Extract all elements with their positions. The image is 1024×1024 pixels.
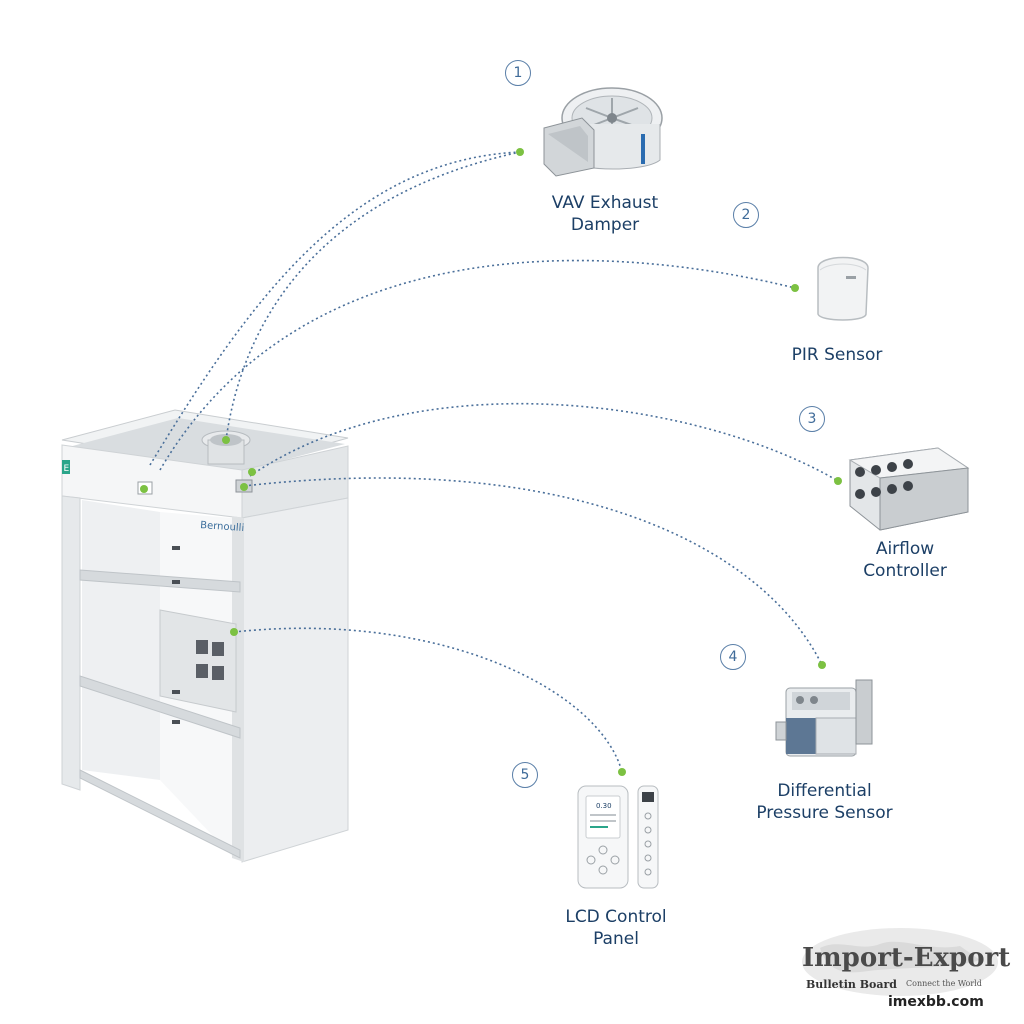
- watermark-subtitle: Bulletin Board: [806, 978, 897, 991]
- pir-sensor-icon: [817, 256, 869, 321]
- watermark-globe: [802, 928, 998, 996]
- label-differential-pressure-sensor: Differential Pressure Sensor: [742, 780, 907, 824]
- label-line: Differential: [777, 781, 872, 801]
- watermark-tagline: Connect the World: [906, 979, 982, 988]
- badge-3: 3: [799, 406, 825, 432]
- watermark-url: imexbb.com: [888, 994, 984, 1010]
- label-line: Pressure Sensor: [756, 803, 893, 823]
- label-line: Damper: [570, 215, 640, 235]
- connector-5: [233, 627, 623, 773]
- airflow-controller-icon: [848, 447, 970, 531]
- label-line: LCD Control: [565, 907, 667, 927]
- label-line: Controller: [863, 561, 947, 581]
- label-line: PIR Sensor: [791, 345, 883, 365]
- label-line: Airflow: [875, 539, 935, 559]
- fume-hood: E Bernoulli: [61, 409, 349, 863]
- connector-1b: [225, 151, 521, 441]
- watermark-title: Import-Export: [802, 943, 1011, 973]
- label-line: Panel: [593, 929, 639, 949]
- lcd-reading: 0.30: [596, 802, 612, 810]
- badge-4: 4: [720, 644, 746, 670]
- badge-1: 1: [505, 60, 531, 86]
- label-line: VAV Exhaust: [551, 193, 659, 213]
- label-airflow-controller: Airflow Controller: [830, 538, 980, 582]
- connector-lines: [149, 151, 839, 773]
- brand-logo-letter: E: [64, 464, 70, 474]
- badge-5: 5: [512, 762, 538, 788]
- connector-nodes: [140, 148, 842, 776]
- lcd-control-panel-icon: 0.30: [577, 785, 659, 889]
- pressure-sensor-icon: [775, 679, 873, 757]
- badge-2: 2: [733, 202, 759, 228]
- brand-name: Bernoulli: [200, 520, 245, 534]
- label-lcd-control-panel: LCD Control Panel: [541, 906, 691, 950]
- label-vav-exhaust-damper: VAV Exhaust Damper: [530, 192, 680, 236]
- vav-damper-icon: [543, 87, 663, 177]
- brand-logo-mark: [62, 460, 70, 474]
- connector-3: [249, 402, 839, 482]
- label-pir-sensor: PIR Sensor: [762, 344, 912, 366]
